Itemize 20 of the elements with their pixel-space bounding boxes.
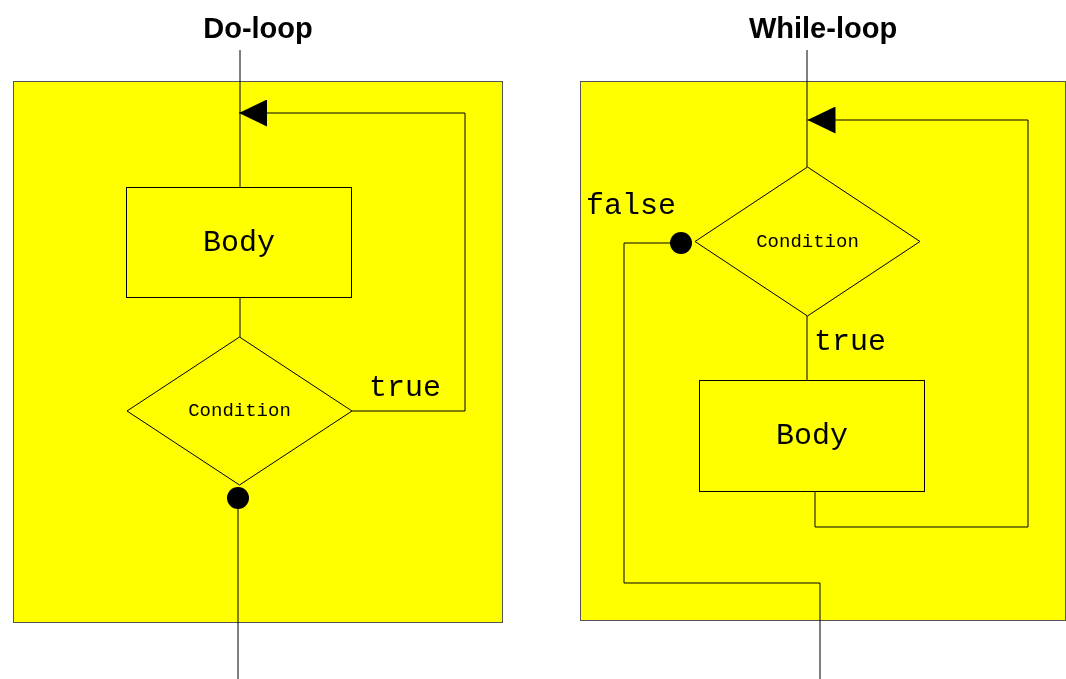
junction-dot <box>670 232 692 254</box>
process-label: Body <box>203 225 275 260</box>
connector <box>239 49 241 188</box>
connector <box>806 315 808 381</box>
connector <box>238 99 466 412</box>
connector <box>623 242 821 679</box>
decision-diamond <box>127 337 352 485</box>
process-label: Body <box>776 419 848 453</box>
decision-diamond <box>695 167 920 316</box>
process-box <box>126 187 352 298</box>
connector <box>239 297 241 338</box>
connector <box>806 49 808 168</box>
process-box <box>699 380 925 492</box>
panel-title: While-loop <box>748 12 898 45</box>
panel-title: Do-loop <box>203 12 313 45</box>
connector <box>807 106 1029 528</box>
condition-label: Condition <box>756 230 859 253</box>
junction-dot <box>227 487 249 509</box>
connector <box>237 508 239 679</box>
condition-label: Condition <box>188 400 291 422</box>
